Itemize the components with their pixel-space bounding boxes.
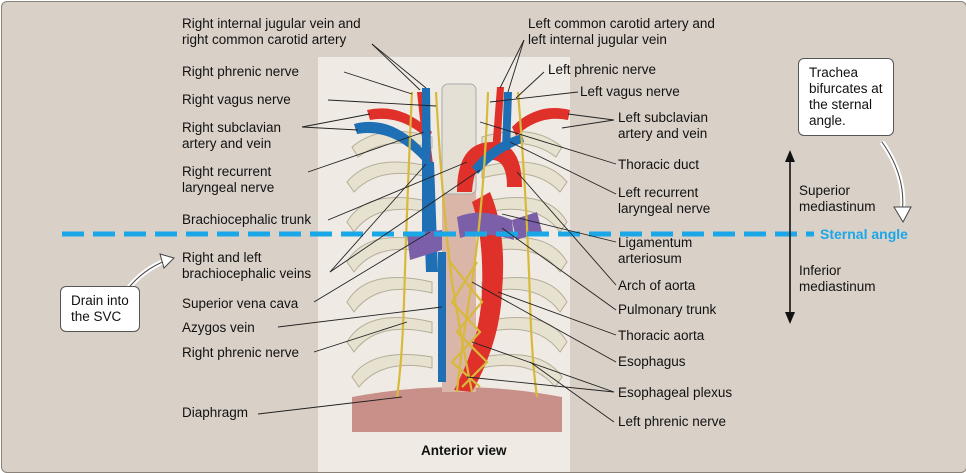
thoracic-aorta-shape [454,192,504,392]
azygos-vein-shape [438,252,446,382]
label-right-phrenic-nerve-lower: Right phrenic nerve [182,345,300,360]
left-jugular-vein-shape [502,92,512,150]
label-left-vagus-nerve: Left vagus nerve [580,84,680,99]
label-sternal-angle: Sternal angle [820,226,908,242]
label-right-recurrent-laryngeal: Right recurrent laryngeal nerve [182,164,275,195]
diaphragm-shape [352,387,562,432]
callout-trachea: Trachea bifurcates at the sternal angle. [798,58,894,136]
label-esophageal-plexus: Esophageal plexus [618,385,733,400]
label-pulmonary-trunk: Pulmonary trunk [618,302,717,317]
aortic-arch-shape [457,142,522,192]
label-superior-mediastinum: Superior mediastinum [799,183,876,214]
label-thoracic-duct: Thoracic duct [618,157,700,172]
right-subclavian-vein-shape [354,121,426,160]
label-left-phrenic-nerve-lower: Left phrenic nerve [618,414,727,429]
right-pulmonary-shape [407,230,442,260]
label-left-subclavian: Left subclavian artery and vein [618,110,709,141]
left-subclavian-artery-shape [512,108,570,136]
right-subclavian-artery-shape [367,108,432,140]
callout-drain-svc: Drain into the SVC [60,286,140,332]
leader-lines [257,39,617,423]
label-diaphragm: Diaphragm [182,405,249,420]
label-thoracic-aorta: Thoracic aorta [618,328,705,343]
label-ligamentum-arteriosum: Ligamentum arteriosum [618,235,693,266]
label-arch-of-aorta: Arch of aorta [618,278,696,293]
label-left-recurrent-laryngeal: Left recurrent laryngeal nerve [618,185,711,216]
label-superior-vena-cava: Superior vena cava [182,296,299,311]
label-left-phrenic-nerve: Left phrenic nerve [548,62,657,77]
label-right-vagus-nerve: Right vagus nerve [182,92,291,107]
left-carotid-shape [492,87,504,152]
label-right-jugular-carotid: Right internal jugular vein and right co… [182,16,361,47]
view-label: Anterior view [421,443,507,458]
label-right-subclavian: Right subclavian artery and vein [182,120,282,151]
nerves [395,91,539,398]
label-esophagus: Esophagus [618,354,686,369]
label-azygos-vein: Azygos vein [182,320,255,335]
label-left-carotid-jugular: Left common carotid artery and left inte… [528,16,715,47]
label-brachiocephalic-veins: Right and left brachiocephalic veins [182,250,312,281]
label-inferior-mediastinum: Inferior mediastinum [799,263,876,294]
label-brachiocephalic-trunk: Brachiocephalic trunk [182,212,312,227]
ribs-right [481,130,568,388]
label-right-phrenic-nerve: Right phrenic nerve [182,64,300,79]
